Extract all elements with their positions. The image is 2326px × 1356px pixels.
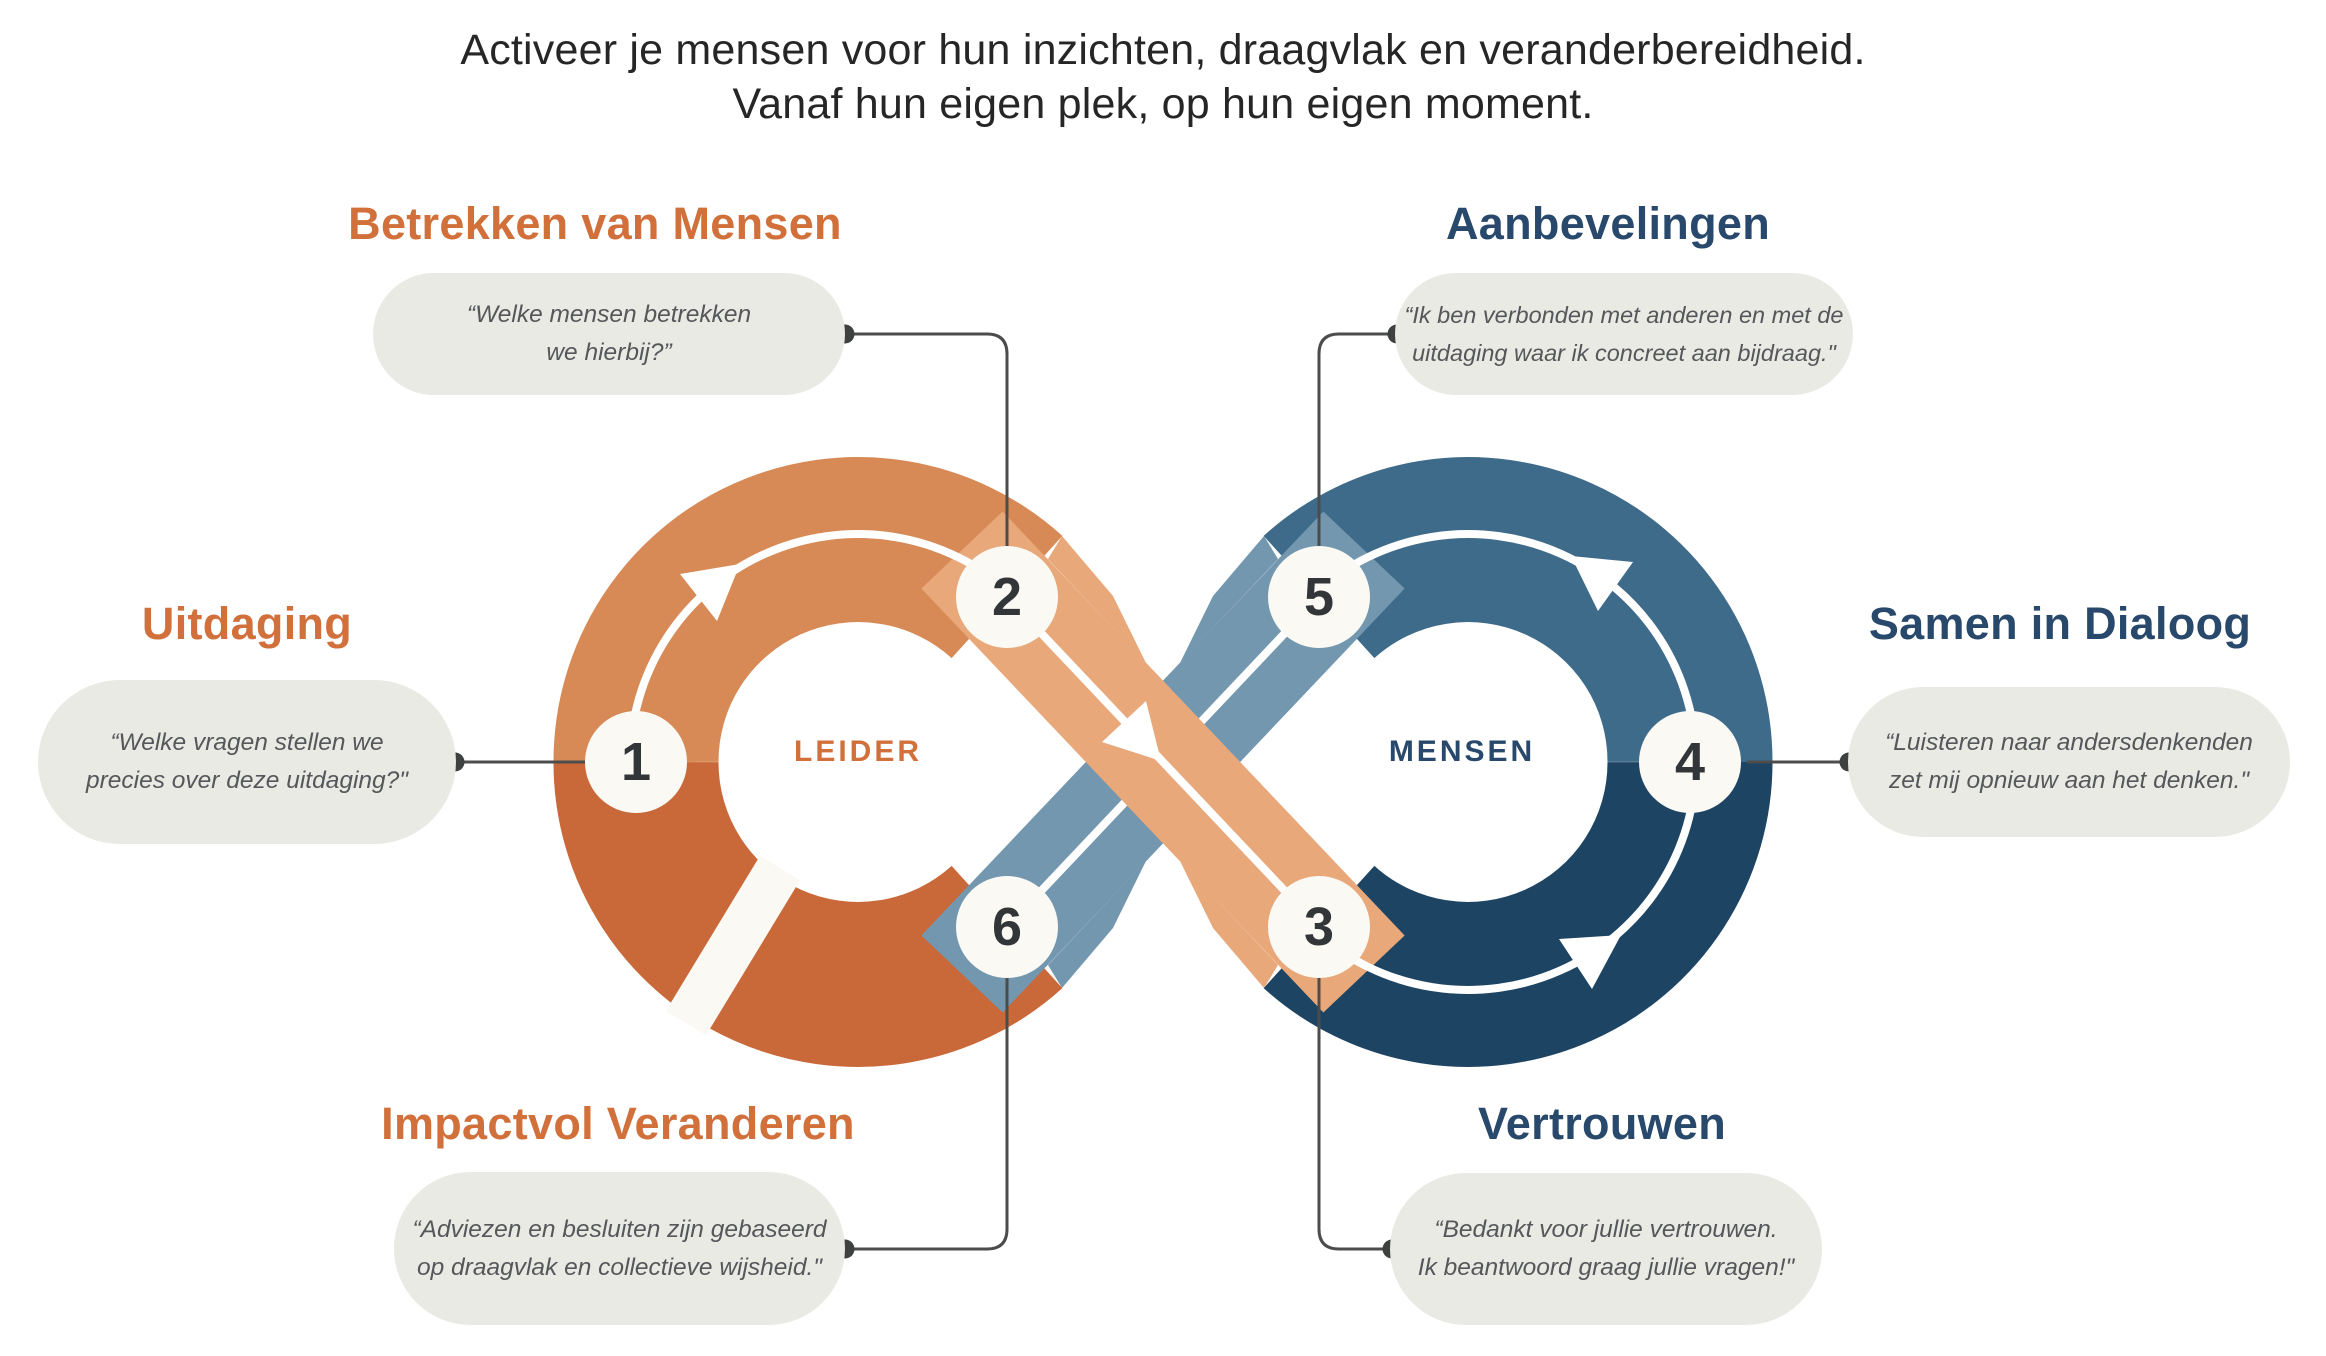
step5-heading: Aanbevelingen xyxy=(1446,198,1770,249)
step1-heading: Uitdaging xyxy=(141,598,353,649)
step-circle-4: 4 xyxy=(1639,711,1741,813)
ring-label-leider: LEIDER xyxy=(793,735,923,768)
flow-arrow-mensen-top-icon xyxy=(1571,556,1633,611)
quote-line: “Ik ben verbonden met anderen en met de xyxy=(1404,302,1844,328)
connector-step2 xyxy=(845,332,1009,548)
step4-quote-bubble: “Luisteren naar andersdenkenden zet mij … xyxy=(1848,687,2290,837)
quote-line: uitdaging waar ik concreet aan bijdraag.… xyxy=(1412,340,1836,366)
mensen-ring-top-arc xyxy=(1263,457,1773,764)
step-circle-5: 5 xyxy=(1268,546,1370,648)
connector-step6 xyxy=(845,976,1009,1251)
leider-ring-bottom-arc xyxy=(553,760,1063,1067)
quote-line: “Luisteren naar andersdenkenden xyxy=(1885,729,2253,756)
flow-arrow-leider-top-icon xyxy=(680,564,740,621)
ring-label-mensen: MENSEN xyxy=(1388,735,1536,768)
step-circle-6: 6 xyxy=(956,876,1058,978)
connector-step5 xyxy=(1317,332,1397,548)
quote-line: “Bedankt voor jullie vertrouwen. xyxy=(1434,1216,1778,1243)
flow-line-2-3 xyxy=(1004,594,1322,930)
leider-band-wedge-top xyxy=(1048,536,1146,663)
quote-line: op draagvlak en collectieve wijsheid." xyxy=(416,1253,822,1281)
step-circle-2: 2 xyxy=(956,546,1058,648)
step3-quote-bubble: “Bedankt voor jullie vertrouwen. Ik bean… xyxy=(1390,1173,1822,1325)
flow-line-1-2 xyxy=(626,530,1014,763)
quote-line: zet mij opnieuw aan het denken." xyxy=(1888,767,2250,794)
leider-ring-top-arc xyxy=(553,457,1063,764)
quote-line: “Welke mensen betrekken xyxy=(466,301,752,328)
mensen-band-wedge-top xyxy=(1180,536,1278,663)
step3-heading: Vertrouwen xyxy=(1477,1098,1727,1149)
connector-step3 xyxy=(1317,976,1392,1251)
flow-arrow-band-icon xyxy=(1102,701,1161,761)
step6-heading: Impactvol Veranderen xyxy=(381,1098,855,1149)
step-circle-3: 3 xyxy=(1268,876,1370,978)
mensen-band-wedge-bottom xyxy=(1048,861,1146,988)
page-title-line2: Vanaf hun eigen plek, op hun eigen momen… xyxy=(732,80,1594,128)
quote-line: precies over deze uitdaging?" xyxy=(86,767,408,794)
step2-heading: Betrekken van Mensen xyxy=(348,198,842,249)
flow-arrow-mensen-bottom-icon xyxy=(1559,935,1621,989)
quote-line: Ik beantwoord graag jullie vragen!" xyxy=(1417,1254,1795,1281)
leider-band-wedge-bottom xyxy=(1180,861,1278,988)
page-title-line1: Activeer je mensen voor hun inzichten, d… xyxy=(460,26,1866,74)
quote-line: we hierbij?” xyxy=(546,339,672,366)
mensen-ring-bottom-arc xyxy=(1263,760,1773,1067)
quote-line: “Adviezen en besluiten zijn gebaseerd xyxy=(412,1215,827,1243)
step2-quote-bubble: “Welke mensen betrekken we hierbij?” xyxy=(373,273,845,395)
loop-gap-slash xyxy=(665,855,801,1036)
step5-quote-bubble: “Ik ben verbonden met anderen en met de … xyxy=(1395,273,1853,395)
flow-line-4-5 xyxy=(1312,530,1700,763)
flow-line-3-4 xyxy=(1312,761,1700,994)
step6-quote-bubble: “Adviezen en besluiten zijn gebaseerd op… xyxy=(394,1172,845,1325)
quote-line: “Welke vragen stellen we xyxy=(110,729,384,756)
step1-quote-bubble: “Welke vragen stellen we precies over de… xyxy=(38,680,456,844)
step-circle-1: 1 xyxy=(585,711,687,813)
step4-heading: Samen in Dialoog xyxy=(1868,598,2252,649)
